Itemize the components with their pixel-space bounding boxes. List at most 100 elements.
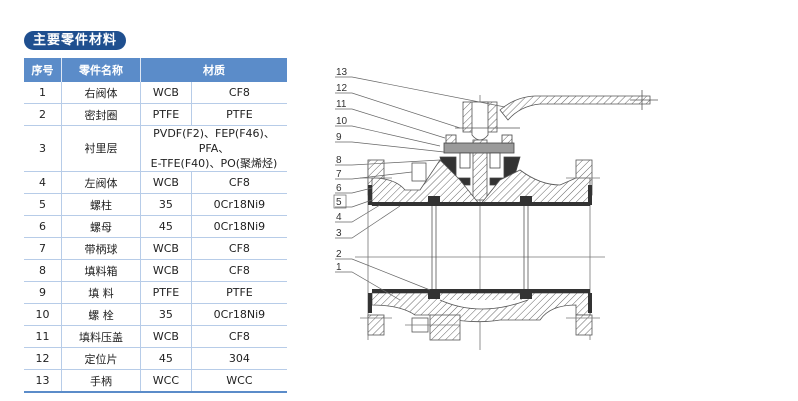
- valve-body-upper: [367, 159, 593, 206]
- callout-leader-line: [335, 204, 381, 223]
- callout-label: 6: [336, 183, 342, 194]
- callout-leader-line: [335, 76, 506, 108]
- cell-material-carbon: WCB: [140, 259, 192, 282]
- cell-no: 2: [24, 103, 62, 126]
- callout-label: 4: [336, 212, 342, 223]
- liner-upper: [368, 185, 592, 206]
- cell-no: 9: [24, 281, 62, 304]
- cell-part-name: 定位片: [61, 347, 141, 370]
- cell-part-name: 填 料: [61, 281, 141, 304]
- cell-material-stainless: PTFE: [191, 281, 287, 304]
- callout-label: 3: [336, 228, 342, 239]
- material-line: E-TFE(F40)、PO(聚烯烃): [150, 157, 278, 170]
- header-part-name: 零件名称: [61, 58, 141, 82]
- callout-label: 9: [336, 132, 342, 143]
- cell-material-stainless: CF8: [191, 171, 287, 194]
- callout-label: 7: [336, 169, 342, 180]
- callout-label: 2: [336, 249, 342, 260]
- cell-part-name: 螺母: [61, 215, 141, 238]
- callout-leader-line: [335, 205, 401, 239]
- cell-no: 5: [24, 193, 62, 216]
- callout-label: 8: [336, 155, 342, 166]
- callout-label: 1: [336, 262, 342, 273]
- cell-no: 7: [24, 237, 62, 260]
- callout-label: 12: [336, 83, 348, 94]
- cell-no: 6: [24, 215, 62, 238]
- section-title: 主要零件材料: [24, 31, 127, 50]
- material-line: PVDF(F2)、FEP(F46)、PFA、: [153, 127, 275, 155]
- cell-part-name: 螺 栓: [61, 303, 141, 326]
- cell-part-name: 左阀体: [61, 171, 141, 194]
- bolt-lines: [360, 177, 600, 326]
- cell-part-name: 密封圈: [61, 103, 141, 126]
- cell-no: 4: [24, 171, 62, 194]
- ball: [431, 206, 529, 290]
- cell-material-stainless: 304: [191, 347, 287, 370]
- cell-no: 10: [24, 303, 62, 326]
- liner-lower: [368, 289, 592, 313]
- callout-label: 13: [336, 67, 348, 78]
- cell-part-name: 螺柱: [61, 193, 141, 216]
- cell-no: 12: [24, 347, 62, 370]
- callout-leader-line: [335, 258, 431, 291]
- callout-label: 5: [336, 197, 342, 208]
- cell-part-name: 衬里层: [61, 125, 141, 172]
- header-no: 序号: [24, 58, 62, 82]
- cell-material-carbon: 45: [140, 347, 192, 370]
- stem: [455, 101, 520, 201]
- cell-no: 13: [24, 369, 62, 393]
- callout-box: [333, 194, 347, 209]
- cell-no: 3: [24, 125, 62, 172]
- cell-material-stainless: 0Cr18Ni9: [191, 215, 287, 238]
- cell-material-stainless: PTFE: [191, 103, 287, 126]
- cell-no: 11: [24, 325, 62, 348]
- callout-leader-line: [335, 199, 373, 208]
- cell-part-name: 带柄球: [61, 237, 141, 260]
- cell-material-stainless: CF8: [191, 82, 287, 104]
- cell-material-carbon: PTFE: [140, 281, 192, 304]
- cell-part-name: 手柄: [61, 369, 141, 393]
- cell-material-carbon: WCB: [140, 325, 192, 348]
- callout-label: 10: [336, 116, 348, 127]
- callout-leader-line: [335, 187, 373, 194]
- cell-material-carbon: WCC: [140, 369, 192, 393]
- callout-leader-line: [335, 271, 401, 301]
- cell-material-carbon: 35: [140, 303, 192, 326]
- valve-body-lower: [367, 292, 593, 341]
- callout-leader-line: [335, 159, 441, 166]
- cell-no: 1: [24, 82, 62, 104]
- header-material: 材质: [140, 58, 287, 82]
- cell-material-stainless: 0Cr18Ni9: [191, 193, 287, 216]
- cell-material-stainless: CF8: [191, 259, 287, 282]
- cell-material-merged: PVDF(F2)、FEP(F46)、PFA、 E-TFE(F40)、PO(聚烯烃): [140, 125, 287, 172]
- callout-label: 11: [336, 99, 347, 110]
- table-header-row: 序号 零件名称 材质: [24, 58, 287, 82]
- cell-part-name: 填料压盖: [61, 325, 141, 348]
- cell-material-carbon: PTFE: [140, 103, 192, 126]
- cell-material-stainless: CF8: [191, 237, 287, 260]
- callout-leader-line: [335, 125, 441, 147]
- cell-material-carbon: 45: [140, 215, 192, 238]
- cell-material-carbon: 35: [140, 193, 192, 216]
- cell-material-carbon: WCB: [140, 171, 192, 194]
- callout-leader-line: [335, 108, 446, 139]
- cell-part-name: 右阀体: [61, 82, 141, 104]
- callout-leader-line: [335, 171, 413, 180]
- cell-part-name: 填料箱: [61, 259, 141, 282]
- cell-material-stainless: CF8: [191, 325, 287, 348]
- callout-leader-line: [335, 141, 445, 153]
- handle: [499, 90, 658, 121]
- callout-leader-line: [335, 92, 461, 129]
- cell-material-stainless: WCC: [191, 369, 287, 393]
